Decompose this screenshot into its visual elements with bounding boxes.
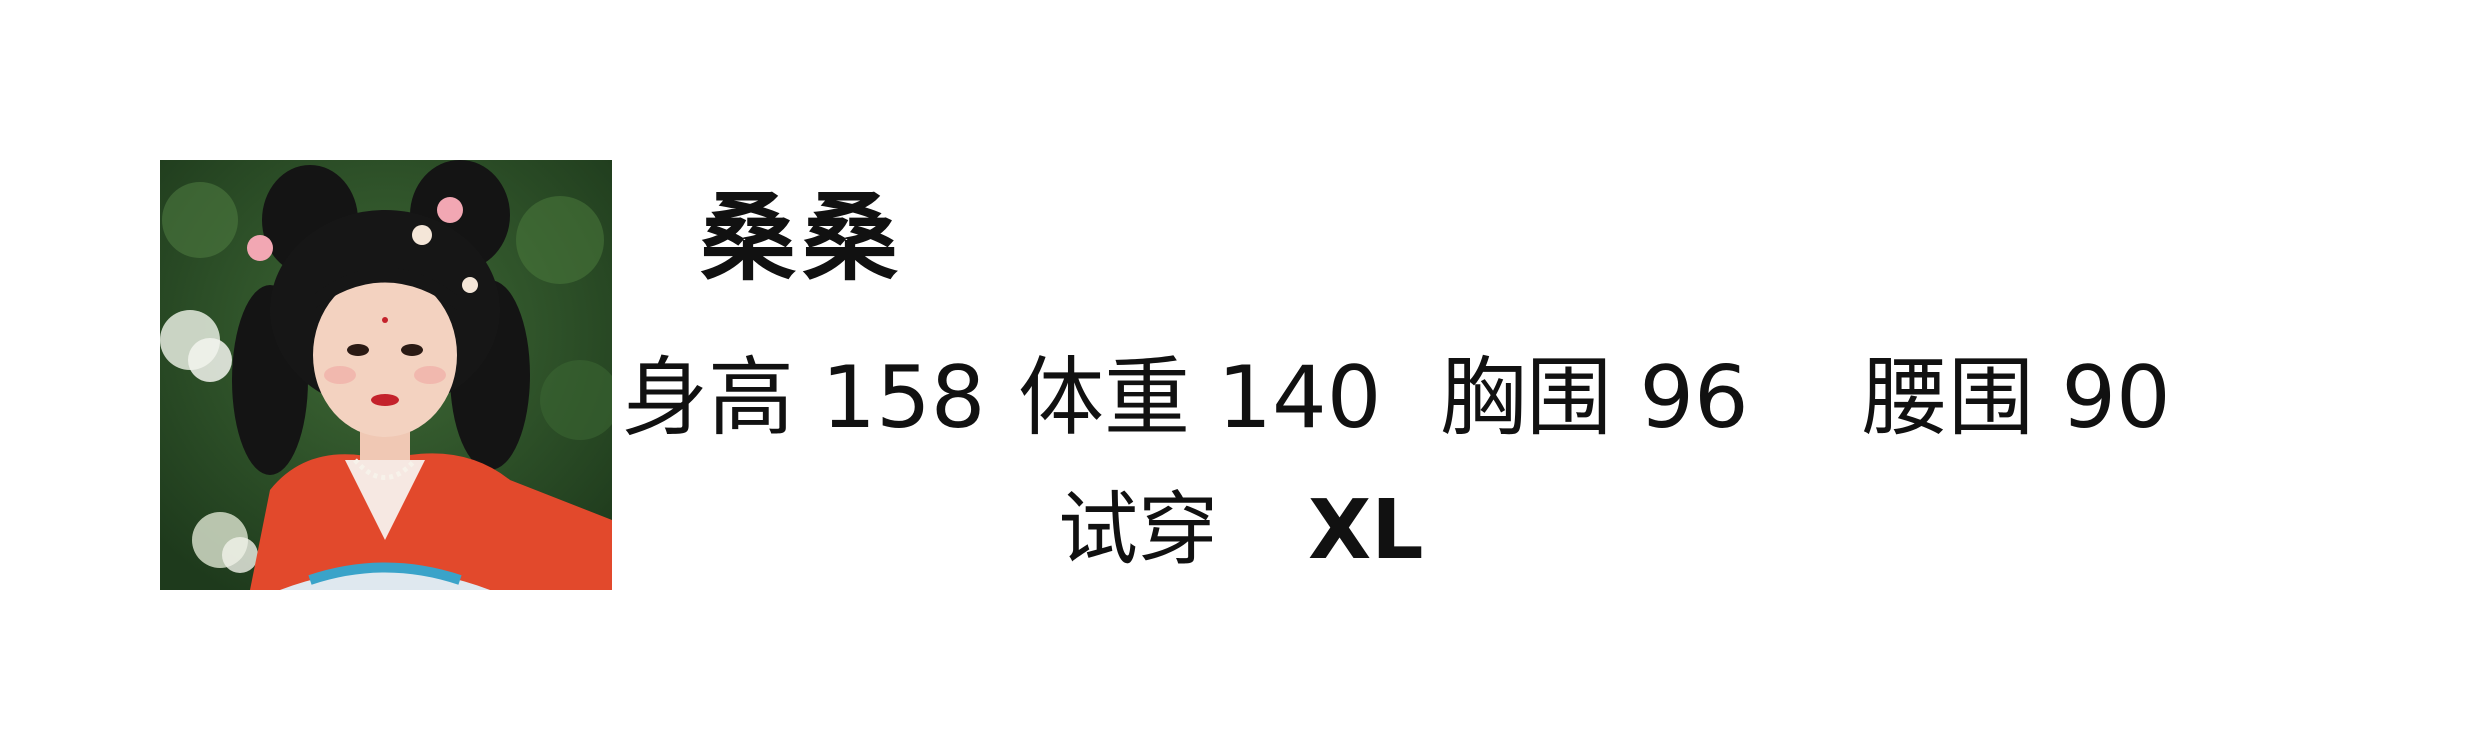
tryon-info: 试穿 XL <box>1058 490 1423 572</box>
height-value: 158 <box>821 348 986 448</box>
weight-label: 体重 <box>1018 348 1190 448</box>
model-photo <box>160 160 612 590</box>
bust-stat: 胸围 96 <box>1440 355 1749 441</box>
height-stat: 身高 158 <box>622 355 986 441</box>
bust-label: 胸围 <box>1440 348 1612 448</box>
model-name: 桑桑 <box>700 182 904 294</box>
waist-stat: 腰围 90 <box>1862 355 2171 441</box>
tryon-label: 试穿 <box>1058 483 1218 576</box>
weight-value: 140 <box>1217 348 1382 448</box>
tryon-size: XL <box>1308 483 1424 578</box>
waist-label: 腰围 <box>1862 348 2034 448</box>
model-portrait-image <box>160 160 612 590</box>
height-label: 身高 <box>622 348 794 448</box>
weight-stat: 体重 140 <box>1018 355 1382 441</box>
bust-value: 96 <box>1639 348 1749 448</box>
waist-value: 90 <box>2061 348 2171 448</box>
